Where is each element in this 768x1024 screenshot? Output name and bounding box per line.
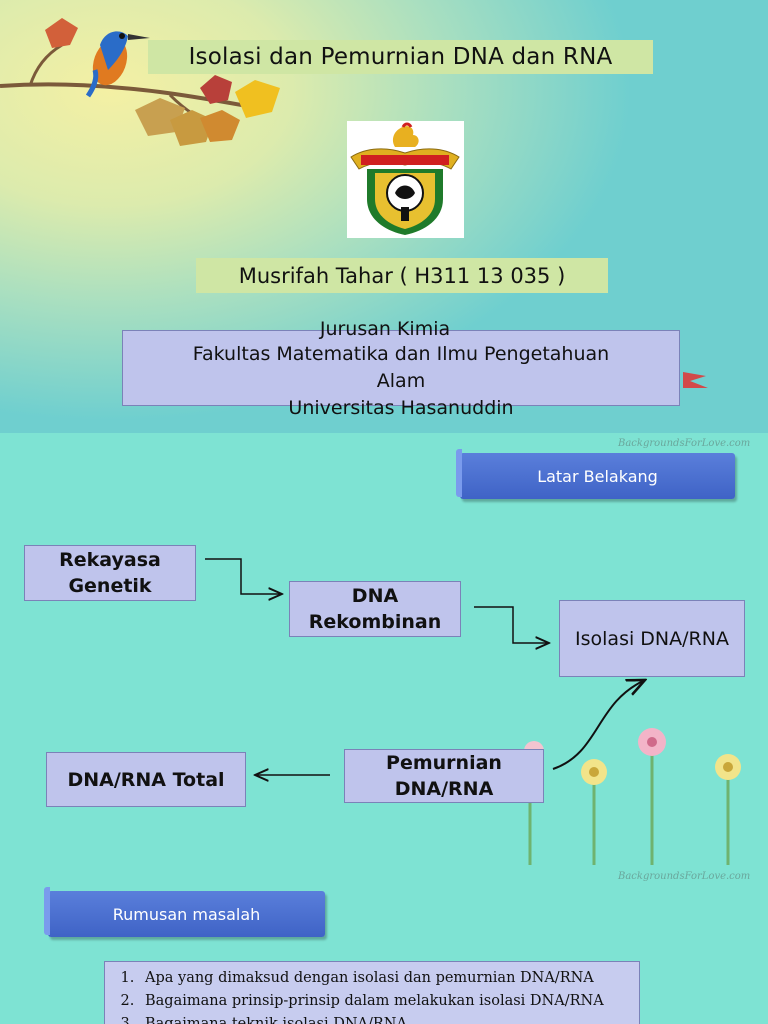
node-dna-rna-total: DNA/RNA Total xyxy=(46,752,246,807)
department-label: Jurusan Kimia xyxy=(319,318,451,340)
faculty-line-1: Fakultas Matematika dan Ilmu Pengetahuan xyxy=(192,343,610,365)
watermark-top: BackgroundsForLove.com xyxy=(618,438,751,449)
question-item: Bagaimana teknik isolasi DNA/RNA xyxy=(139,1013,631,1024)
university-label: Universitas Hasanuddin xyxy=(288,397,514,419)
background-slide: BackgroundsForLove.com BackgroundsForLov… xyxy=(0,433,768,1024)
question-item: Apa yang dimaksud dengan isolasi dan pem… xyxy=(139,967,631,990)
watermark-bottom: BackgroundsForLove.com xyxy=(618,871,751,882)
questions-box: Apa yang dimaksud dengan isolasi dan pem… xyxy=(104,961,640,1024)
question-item: Bagaimana prinsip-prinsip dalam melakuka… xyxy=(139,990,631,1013)
faculty-box xyxy=(122,330,680,406)
slide-title: Isolasi dan Pemurnian DNA dan RNA xyxy=(148,40,653,74)
node-pemurnian-dna-rna: Pemurnian DNA/RNA xyxy=(344,749,544,803)
questions-list: Apa yang dimaksud dengan isolasi dan pem… xyxy=(111,967,631,1024)
rumusan-masalah-banner[interactable]: Rumusan masalah xyxy=(44,887,325,937)
node-isolasi-dna-rna: Isolasi DNA/RNA xyxy=(559,600,745,677)
flow-diagram-connectors xyxy=(205,558,741,865)
author-name: Musrifah Tahar ( H311 13 035 ) xyxy=(196,258,608,293)
node-dna-rekombinan: DNA Rekombinan xyxy=(289,581,461,637)
latar-belakang-banner[interactable]: Latar Belakang xyxy=(456,449,735,499)
title-slide: Isolasi dan Pemurnian DNA dan RNA Musrif… xyxy=(0,0,768,433)
flower-decoration-icon xyxy=(524,728,741,865)
node-rekayasa-genetik: Rekayasa Genetik xyxy=(24,545,196,601)
faculty-line-2: Alam xyxy=(376,370,426,392)
university-emblem-icon xyxy=(347,121,464,238)
kingfisher-bird-branch-icon xyxy=(0,18,708,388)
faculty-text: Fakultas Matematika dan Ilmu Pengetahuan… xyxy=(122,341,680,422)
